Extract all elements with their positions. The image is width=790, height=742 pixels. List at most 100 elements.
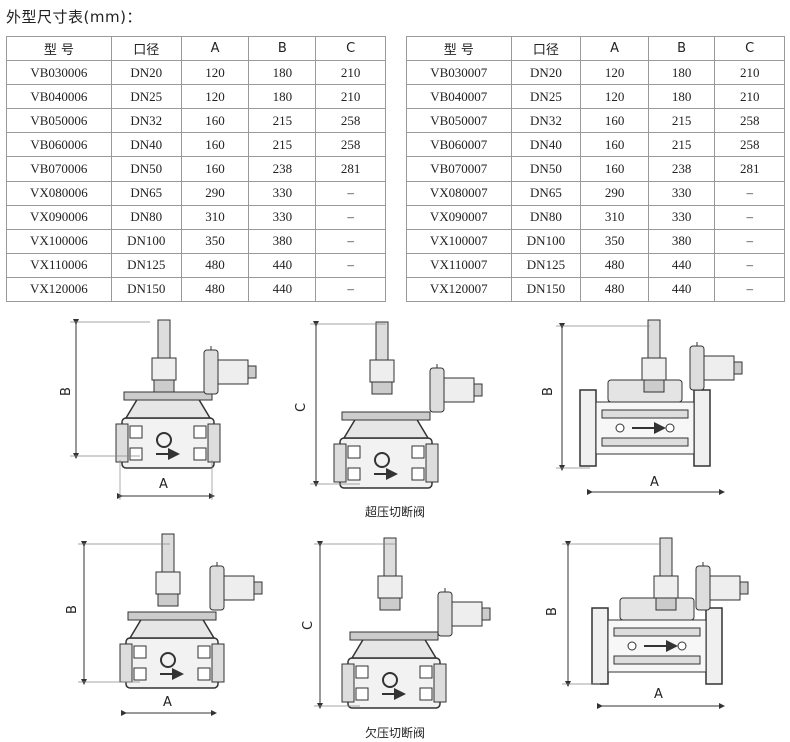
cell-model: VX120006 (6, 276, 112, 303)
cell-a: 160 (180, 156, 250, 182)
header-bore: 口径 (510, 35, 582, 62)
dim-label-b: B (59, 387, 74, 396)
over-front-view-c (310, 321, 483, 488)
header-a: A (580, 35, 649, 62)
table-header-row: 型 号 口径 A B C (6, 35, 386, 62)
cell-model: VX090007 (406, 204, 512, 230)
dim-label-a: A (650, 475, 659, 490)
cell-model: VX110007 (406, 252, 512, 278)
cell-bore: DN150 (510, 276, 582, 303)
cell-a: 310 (180, 204, 250, 230)
cell-b: 440 (248, 276, 317, 303)
cell-a: 290 (580, 180, 649, 206)
cell-a: 160 (580, 132, 649, 158)
cell-model: VB050006 (6, 108, 112, 134)
cell-c: 281 (315, 156, 386, 182)
cell-c: 258 (714, 108, 785, 134)
header-b: B (248, 35, 317, 62)
cell-bore: DN100 (110, 228, 182, 254)
cell-model: VB030006 (6, 60, 112, 86)
cell-bore: DN80 (510, 204, 582, 230)
cell-b: 238 (248, 156, 317, 182)
cell-a: 120 (180, 84, 250, 110)
cell-bore: DN20 (110, 60, 182, 86)
cell-a: 480 (580, 252, 649, 278)
cell-bore: DN125 (110, 252, 182, 278)
header-model: 型 号 (406, 35, 512, 62)
dim-label-a: A (159, 477, 168, 492)
page-title: 外型尺寸表(mm)： (6, 8, 142, 26)
cell-model: VB050007 (406, 108, 512, 134)
header-bore: 口径 (110, 35, 182, 62)
caption-under-pressure: 欠压切断阀 (365, 726, 426, 740)
cell-b: 180 (248, 84, 317, 110)
over-front-view (70, 319, 257, 500)
cell-model: VB070007 (406, 156, 512, 182)
table-header-row: 型 号 口径 A B C (406, 35, 785, 62)
cell-c: – (315, 276, 386, 303)
cell-b: 238 (647, 156, 716, 182)
dim-label-b: B (541, 387, 556, 396)
cell-c: 281 (714, 156, 785, 182)
cell-model: VB060007 (406, 132, 512, 158)
cell-b: 330 (248, 180, 317, 206)
cell-model: VB030007 (406, 60, 512, 86)
cell-model: VB040007 (406, 84, 512, 110)
dim-label-b: B (65, 605, 80, 614)
cell-b: 440 (647, 276, 716, 303)
cell-c: – (714, 276, 785, 303)
cell-b: 215 (647, 108, 716, 134)
cell-model: VB040006 (6, 84, 112, 110)
cell-bore: DN25 (110, 84, 182, 110)
under-front-view (78, 533, 263, 716)
dim-label-b: B (545, 607, 560, 616)
dim-label-c: C (294, 403, 309, 412)
dim-label-a: A (163, 695, 172, 710)
cell-model: VX090006 (6, 204, 112, 230)
cell-c: – (714, 228, 785, 254)
cell-b: 215 (248, 132, 317, 158)
cell-a: 160 (180, 132, 250, 158)
cell-a: 160 (580, 156, 649, 182)
cell-bore: DN150 (110, 276, 182, 303)
cell-b: 180 (248, 60, 317, 86)
cell-a: 160 (580, 108, 649, 134)
cell-bore: DN32 (110, 108, 182, 134)
cell-bore: DN40 (110, 132, 182, 158)
cell-bore: DN125 (510, 252, 582, 278)
cell-c: – (315, 204, 386, 230)
cell-a: 480 (180, 252, 250, 278)
cell-model: VX080006 (6, 180, 112, 206)
cell-a: 310 (580, 204, 649, 230)
header-a: A (180, 35, 250, 62)
header-c: C (315, 35, 386, 62)
cell-c: 210 (315, 60, 386, 86)
cell-bore: DN40 (510, 132, 582, 158)
caption-over-pressure: 超压切断阀 (365, 505, 426, 519)
cell-a: 480 (580, 276, 649, 303)
cell-bore: DN20 (510, 60, 582, 86)
cell-model: VB060006 (6, 132, 112, 158)
dim-label-a: A (654, 687, 663, 702)
cell-a: 120 (580, 84, 649, 110)
cell-b: 440 (647, 252, 716, 278)
header-b: B (647, 35, 716, 62)
under-front-view-c (314, 537, 491, 709)
